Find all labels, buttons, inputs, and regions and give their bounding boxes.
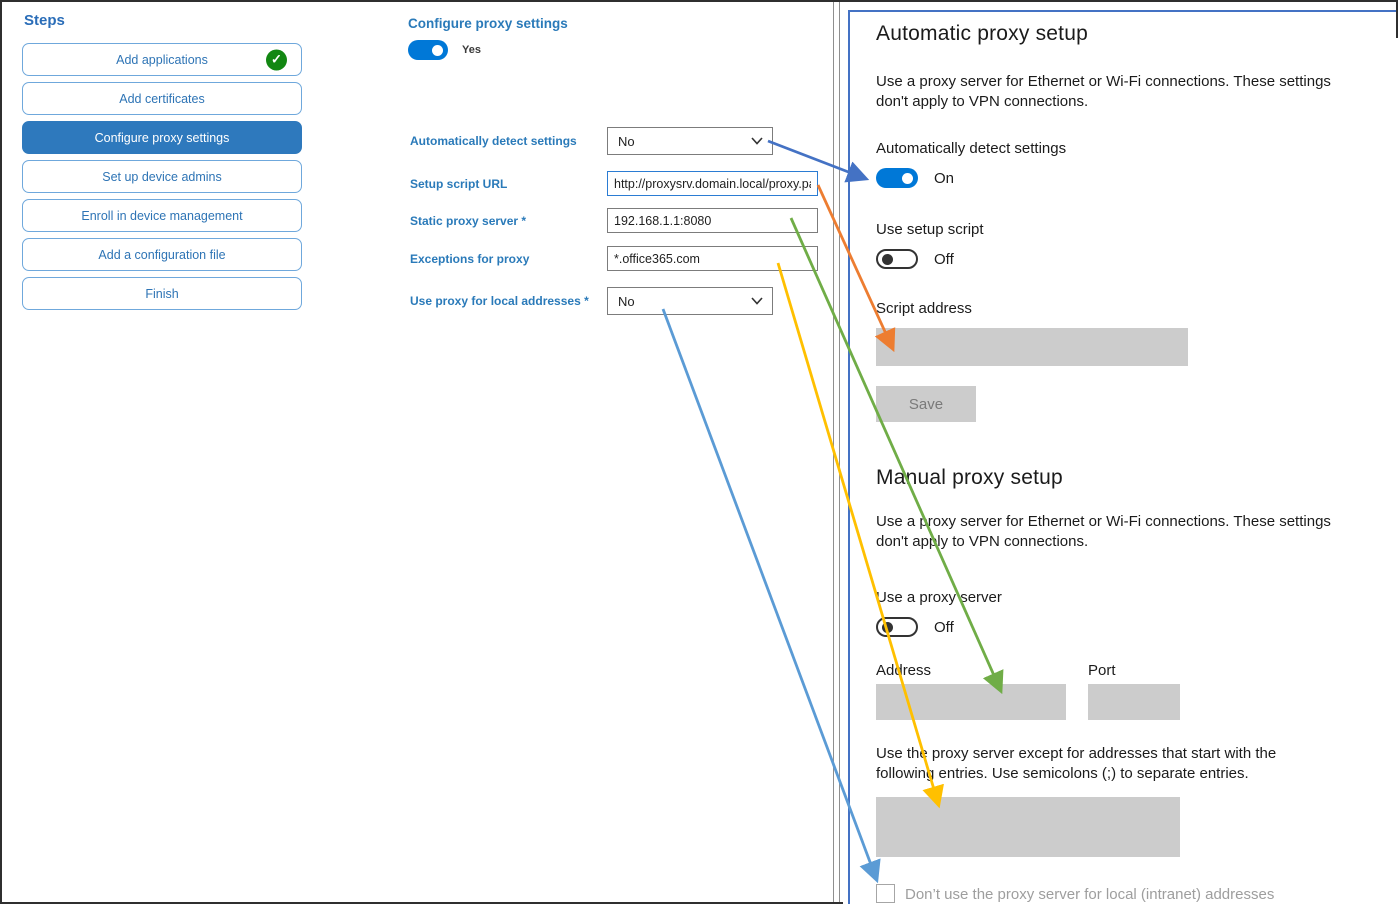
save-button[interactable]: Save [876,386,976,422]
step-label: Add applications [116,52,208,67]
dropdown-value: No [618,293,635,309]
step-label: Configure proxy settings [94,130,230,145]
detect-settings-toggle[interactable] [876,168,918,188]
sidebar-item-add-configuration-file[interactable]: Add a configuration file [22,238,302,271]
script-address-box[interactable] [876,328,1188,366]
step-label: Finish [145,286,179,301]
exceptions-input[interactable] [607,246,818,271]
exceptions-description: Use the proxy server except for addresse… [876,745,1277,782]
step-label: Enroll in device management [81,208,243,223]
frame-border-top [0,0,1398,2]
use-setup-script-toggle[interactable] [876,249,918,269]
chevron-down-icon [751,137,763,145]
steps-title: Steps [24,12,65,29]
local-intranet-checkbox[interactable] [876,884,895,903]
sidebar-item-add-certificates[interactable]: Add certificates [22,82,302,115]
sidebar-item-configure-proxy-settings[interactable]: Configure proxy settings [22,121,302,154]
address-label: Address [876,662,932,679]
port-box[interactable] [1088,684,1180,720]
step-label: Add certificates [119,91,205,106]
use-proxy-server-state: Off [934,618,954,636]
step-label: Set up device admins [102,169,222,184]
sidebar-item-set-up-device-admins[interactable]: Set up device admins [22,160,302,193]
setup-script-url-label: Setup script URL [410,177,508,191]
static-proxy-input[interactable] [607,208,818,233]
detect-settings-state: On [934,169,955,187]
frame-border-left [0,0,2,904]
port-label: Port [1088,662,1116,679]
completed-check-icon: ✓ [266,49,287,70]
panel-divider-line-2 [839,0,840,904]
detect-settings-label: Automatically detect settings [876,140,1067,157]
arrow-local-addresses [661,308,881,884]
configure-proxy-toggle-state: Yes [462,44,481,56]
manual-proxy-description: Use a proxy server for Ethernet or Wi-Fi… [876,513,1331,550]
automatic-proxy-description: Use a proxy server for Ethernet or Wi-Fi… [876,73,1331,110]
address-box[interactable] [876,684,1066,720]
static-proxy-server-label: Static proxy server * [410,214,527,228]
automatically-detect-label: Automatically detect settings [410,134,577,148]
use-proxy-server-toggle[interactable] [876,617,918,637]
frame-border-bottom [0,902,843,904]
script-address-label: Script address [876,300,972,317]
exceptions-for-proxy-label: Exceptions for proxy [410,252,530,266]
manual-proxy-setup-heading: Manual proxy setup [876,466,1063,489]
use-proxy-server-label: Use a proxy server [876,589,1002,606]
chevron-down-icon [751,297,763,305]
use-proxy-local-label: Use proxy for local addresses * [410,294,589,308]
dropdown-value: No [618,133,635,149]
use-setup-script-state: Off [934,250,954,268]
step-label: Add a configuration file [98,247,226,262]
sidebar-item-enroll-device-management[interactable]: Enroll in device management [22,199,302,232]
automatically-detect-dropdown[interactable]: No [607,127,773,155]
automatic-proxy-setup-heading: Automatic proxy setup [876,22,1088,45]
sidebar-item-add-applications[interactable]: Add applications ✓ [22,43,302,76]
panel-divider-line [833,0,834,904]
sidebar-item-finish[interactable]: Finish [22,277,302,310]
use-proxy-local-dropdown[interactable]: No [607,287,773,315]
exceptions-box[interactable] [876,797,1180,857]
use-setup-script-label: Use setup script [876,221,984,238]
configure-proxy-toggle[interactable] [408,40,448,60]
page-title: Configure proxy settings [408,16,568,31]
local-intranet-checkbox-label: Don’t use the proxy server for local (in… [905,886,1275,903]
frame-border-right [1396,0,1398,38]
setup-script-url-input[interactable] [607,171,818,196]
